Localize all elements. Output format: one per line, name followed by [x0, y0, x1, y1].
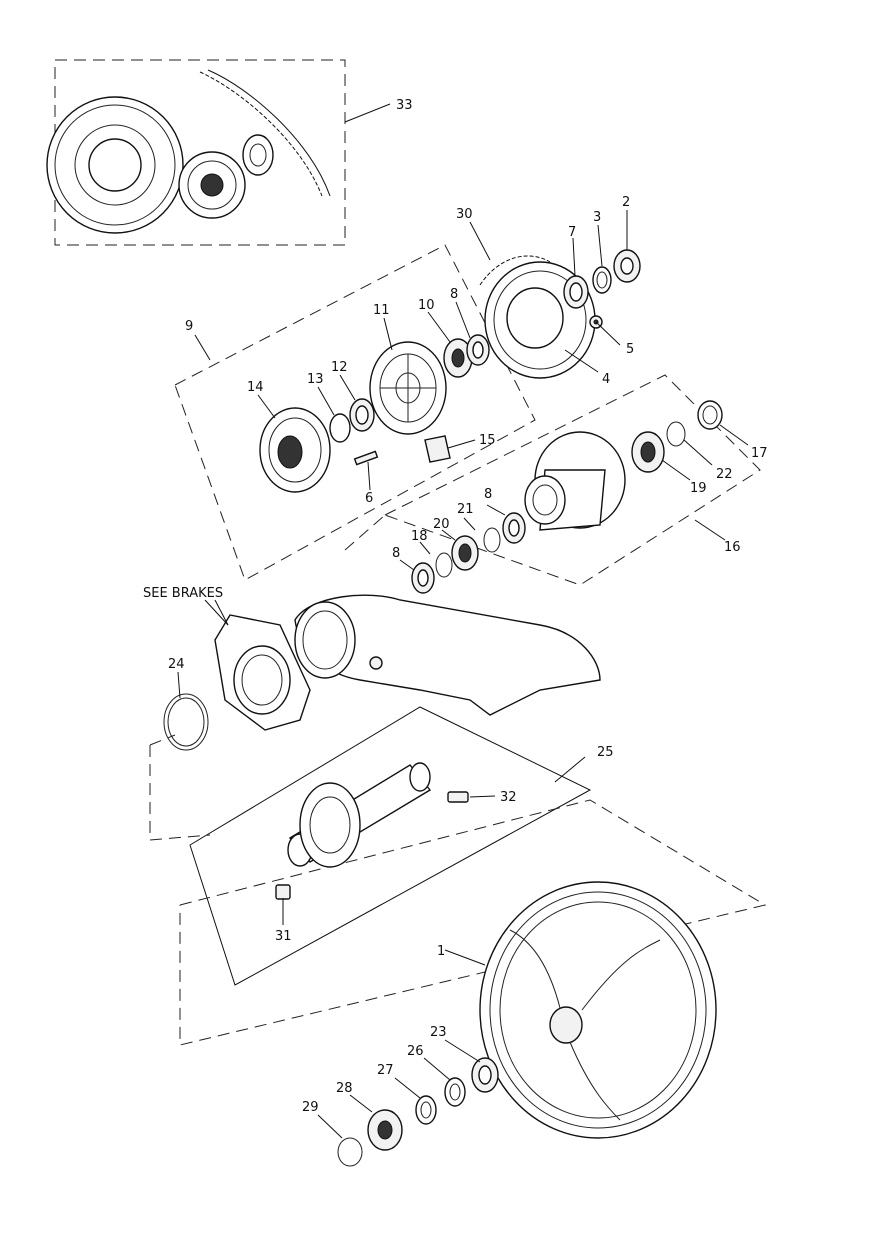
- group-box-16: [344, 374, 761, 586]
- callout-3: 3: [593, 210, 601, 225]
- callout-13: 13: [307, 372, 324, 387]
- sprocket-carrier-11: [369, 341, 447, 435]
- nut-2: [613, 249, 641, 283]
- kit-chain: [199, 69, 331, 197]
- callout-19: 19: [690, 481, 707, 496]
- washer-3: [592, 266, 612, 294]
- eccentric-carrier-16: [524, 431, 626, 531]
- callout-1: 1: [437, 944, 445, 959]
- callout-16: 16: [724, 540, 741, 555]
- callout-8-middle: 8: [484, 487, 492, 502]
- bolt-31: [275, 884, 291, 900]
- split-pin-29: [337, 1137, 363, 1167]
- callout-28: 28: [336, 1081, 353, 1096]
- kit-rear-sprocket: [46, 96, 184, 234]
- rear-wheel-1: [479, 881, 717, 1139]
- callout-30: 30: [456, 207, 473, 222]
- callout-5: 5: [626, 342, 634, 357]
- callout-17: 17: [751, 446, 768, 461]
- callout-33: 33: [396, 98, 413, 113]
- see-brakes-note: SEE BRAKES: [143, 586, 223, 601]
- needle-bearing-20: [451, 535, 479, 571]
- callout-24: 24: [168, 657, 185, 672]
- washer-27: [415, 1095, 437, 1125]
- callout-8-lower: 8: [392, 546, 400, 561]
- circlip-18: [435, 552, 453, 578]
- circlip-21: [483, 527, 501, 553]
- kit-front-sprocket: [178, 151, 246, 219]
- bolt-6: [353, 450, 379, 466]
- callout-4: 4: [602, 372, 610, 387]
- callout-32: 32: [500, 790, 517, 805]
- group-box-9: [174, 244, 536, 581]
- seal-8-lower-right: [502, 512, 526, 544]
- callout-25: 25: [597, 745, 614, 760]
- callout-6: 6: [365, 491, 373, 506]
- cush-rubber-15: [424, 435, 451, 463]
- circlip-22: [666, 421, 686, 447]
- callout-29: 29: [302, 1100, 319, 1115]
- kit-spacer-washer: [242, 134, 274, 176]
- callout-18: 18: [411, 529, 428, 544]
- callout-22: 22: [716, 467, 733, 482]
- callout-15: 15: [479, 433, 496, 448]
- lower-link-lines: [149, 734, 211, 841]
- wheel-box: [179, 799, 767, 1046]
- seal-23: [471, 1057, 499, 1093]
- callout-11: 11: [373, 303, 390, 318]
- callout-9: 9: [185, 319, 193, 334]
- cush-hub-14: [259, 407, 331, 493]
- callout-2: 2: [622, 195, 630, 210]
- washer-26: [444, 1077, 466, 1107]
- washer-13: [329, 413, 351, 443]
- callout-14: 14: [247, 380, 264, 395]
- washer-17: [697, 400, 723, 430]
- leader-lines: [177, 103, 749, 1139]
- callout-12: 12: [331, 360, 348, 375]
- bearing-19: [631, 431, 665, 473]
- seal-7: [563, 275, 589, 309]
- callout-7: 7: [568, 225, 576, 240]
- bolt-32: [447, 791, 469, 803]
- circlip-24: [163, 693, 209, 751]
- callout-20: 20: [433, 517, 450, 532]
- swingarm: [294, 594, 601, 716]
- callout-23: 23: [430, 1025, 447, 1040]
- callout-8-upper: 8: [450, 287, 458, 302]
- callout-labels: 1 2 3 4 5 6 7 8 8 8 9 10 11 12 13 14 15 …: [143, 98, 768, 1115]
- seal-8-upper: [466, 334, 490, 366]
- callout-21: 21: [457, 502, 474, 517]
- rear-axle-25: [287, 762, 432, 868]
- castle-nut-28: [367, 1109, 403, 1151]
- brake-carrier: [214, 614, 311, 731]
- group-box-25: [189, 706, 592, 986]
- callout-31: 31: [275, 929, 292, 944]
- seal-8-lower-left: [411, 562, 435, 594]
- callout-27: 27: [377, 1063, 394, 1078]
- seal-12: [349, 398, 375, 432]
- chain-30: [479, 255, 551, 286]
- callout-10: 10: [418, 298, 435, 313]
- callout-26: 26: [407, 1044, 424, 1059]
- bearing-10: [443, 338, 473, 378]
